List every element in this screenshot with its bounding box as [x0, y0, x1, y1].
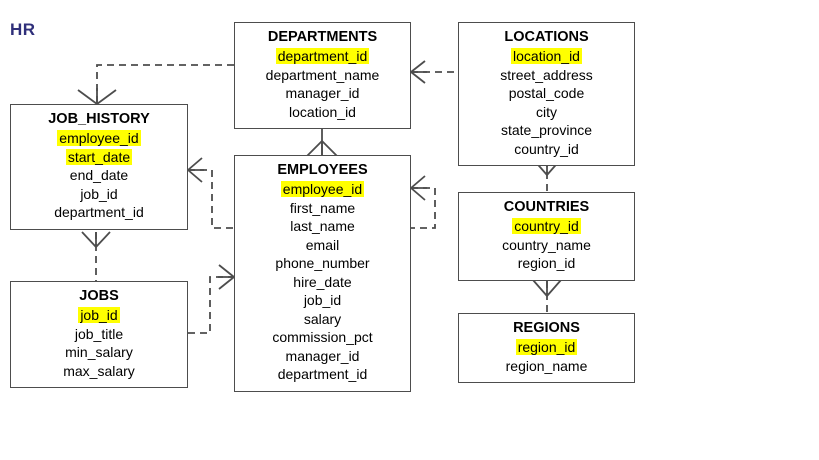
- attribute-row: salary: [303, 310, 342, 327]
- attribute-row: hire_date: [293, 273, 352, 290]
- attribute-row: phone_number: [275, 255, 370, 271]
- attribute-row: street_address: [500, 66, 593, 83]
- attribute-row: employee_id: [57, 130, 141, 146]
- attribute-row: city: [536, 103, 557, 120]
- attribute-row: email: [305, 236, 340, 253]
- attribute-row: location_id: [289, 103, 356, 120]
- entity-title: EMPLOYEES: [277, 162, 368, 178]
- rel-employees-jobhistory: [188, 169, 234, 229]
- crowsfoot-employees-right: [410, 175, 427, 201]
- attribute-row: location_id: [511, 48, 582, 64]
- attribute-row: job_id: [78, 307, 120, 323]
- entity-jobs[interactable]: JOBS job_id job_title min_salary max_sal…: [10, 281, 188, 388]
- diagram-title: HR: [10, 20, 36, 39]
- attribute-row: region_name: [505, 357, 588, 374]
- entity-title: DEPARTMENTS: [267, 29, 378, 45]
- crowsfoot-countries-bottom: [532, 279, 562, 297]
- entity-title: COUNTRIES: [503, 199, 590, 215]
- crowsfoot-employees-left: [218, 264, 235, 290]
- crowsfoot-departments-right: [410, 60, 427, 84]
- attribute-row: region_id: [515, 339, 578, 355]
- attribute-row: country_name: [502, 236, 591, 253]
- attribute-row: last_name: [290, 218, 355, 234]
- rel-jobs-employees: [188, 276, 234, 334]
- attribute-row: job_title: [74, 325, 124, 342]
- crowsfoot-jobhistory-right: [187, 157, 204, 183]
- attribute-row: state_province: [500, 122, 593, 138]
- attribute-row: department_id: [275, 48, 370, 64]
- entity-employees[interactable]: EMPLOYEES employee_id first_name last_na…: [234, 155, 411, 392]
- attribute-row: job_id: [303, 292, 342, 308]
- attribute-row: department_id: [277, 366, 368, 382]
- entity-title: REGIONS: [513, 320, 580, 336]
- entity-locations[interactable]: LOCATIONS location_id street_address pos…: [458, 22, 635, 166]
- attribute-row: postal_code: [508, 85, 585, 101]
- attribute-row: start_date: [65, 148, 133, 165]
- attribute-row: manager_id: [285, 85, 360, 101]
- crowsfoot-employees-top: [306, 140, 338, 157]
- attribute-row: max_salary: [63, 362, 135, 379]
- rel-employees-employees: [411, 187, 436, 229]
- attribute-row: manager_id: [285, 347, 360, 364]
- attribute-row: department_name: [265, 66, 380, 83]
- entity-countries[interactable]: COUNTRIES country_id country_name region…: [458, 192, 635, 281]
- attribute-row: job_id: [80, 185, 118, 202]
- attribute-row: department_id: [54, 204, 144, 220]
- attribute-row: first_name: [289, 199, 356, 216]
- rel-departments-jobhistory: [96, 64, 234, 104]
- entity-job-history[interactable]: JOB_HISTORY employee_id start_date end_d…: [10, 104, 188, 230]
- entity-title: JOB_HISTORY: [48, 111, 150, 127]
- attribute-row: employee_id: [280, 181, 365, 197]
- entity-regions[interactable]: REGIONS region_id region_name: [458, 313, 635, 383]
- attribute-row: country_id: [512, 218, 581, 234]
- attribute-row: region_id: [517, 255, 576, 271]
- crowsfoot-jobhistory-top: [77, 88, 117, 105]
- crowsfoot-jobhistory-bottom: [81, 231, 111, 248]
- entity-title: LOCATIONS: [504, 29, 589, 45]
- entity-title: JOBS: [79, 288, 119, 304]
- entity-departments[interactable]: DEPARTMENTS department_id department_nam…: [234, 22, 411, 129]
- attribute-row: country_id: [514, 140, 579, 157]
- attribute-row: end_date: [69, 167, 129, 183]
- attribute-row: min_salary: [65, 344, 133, 360]
- attribute-row: commission_pct: [272, 329, 373, 345]
